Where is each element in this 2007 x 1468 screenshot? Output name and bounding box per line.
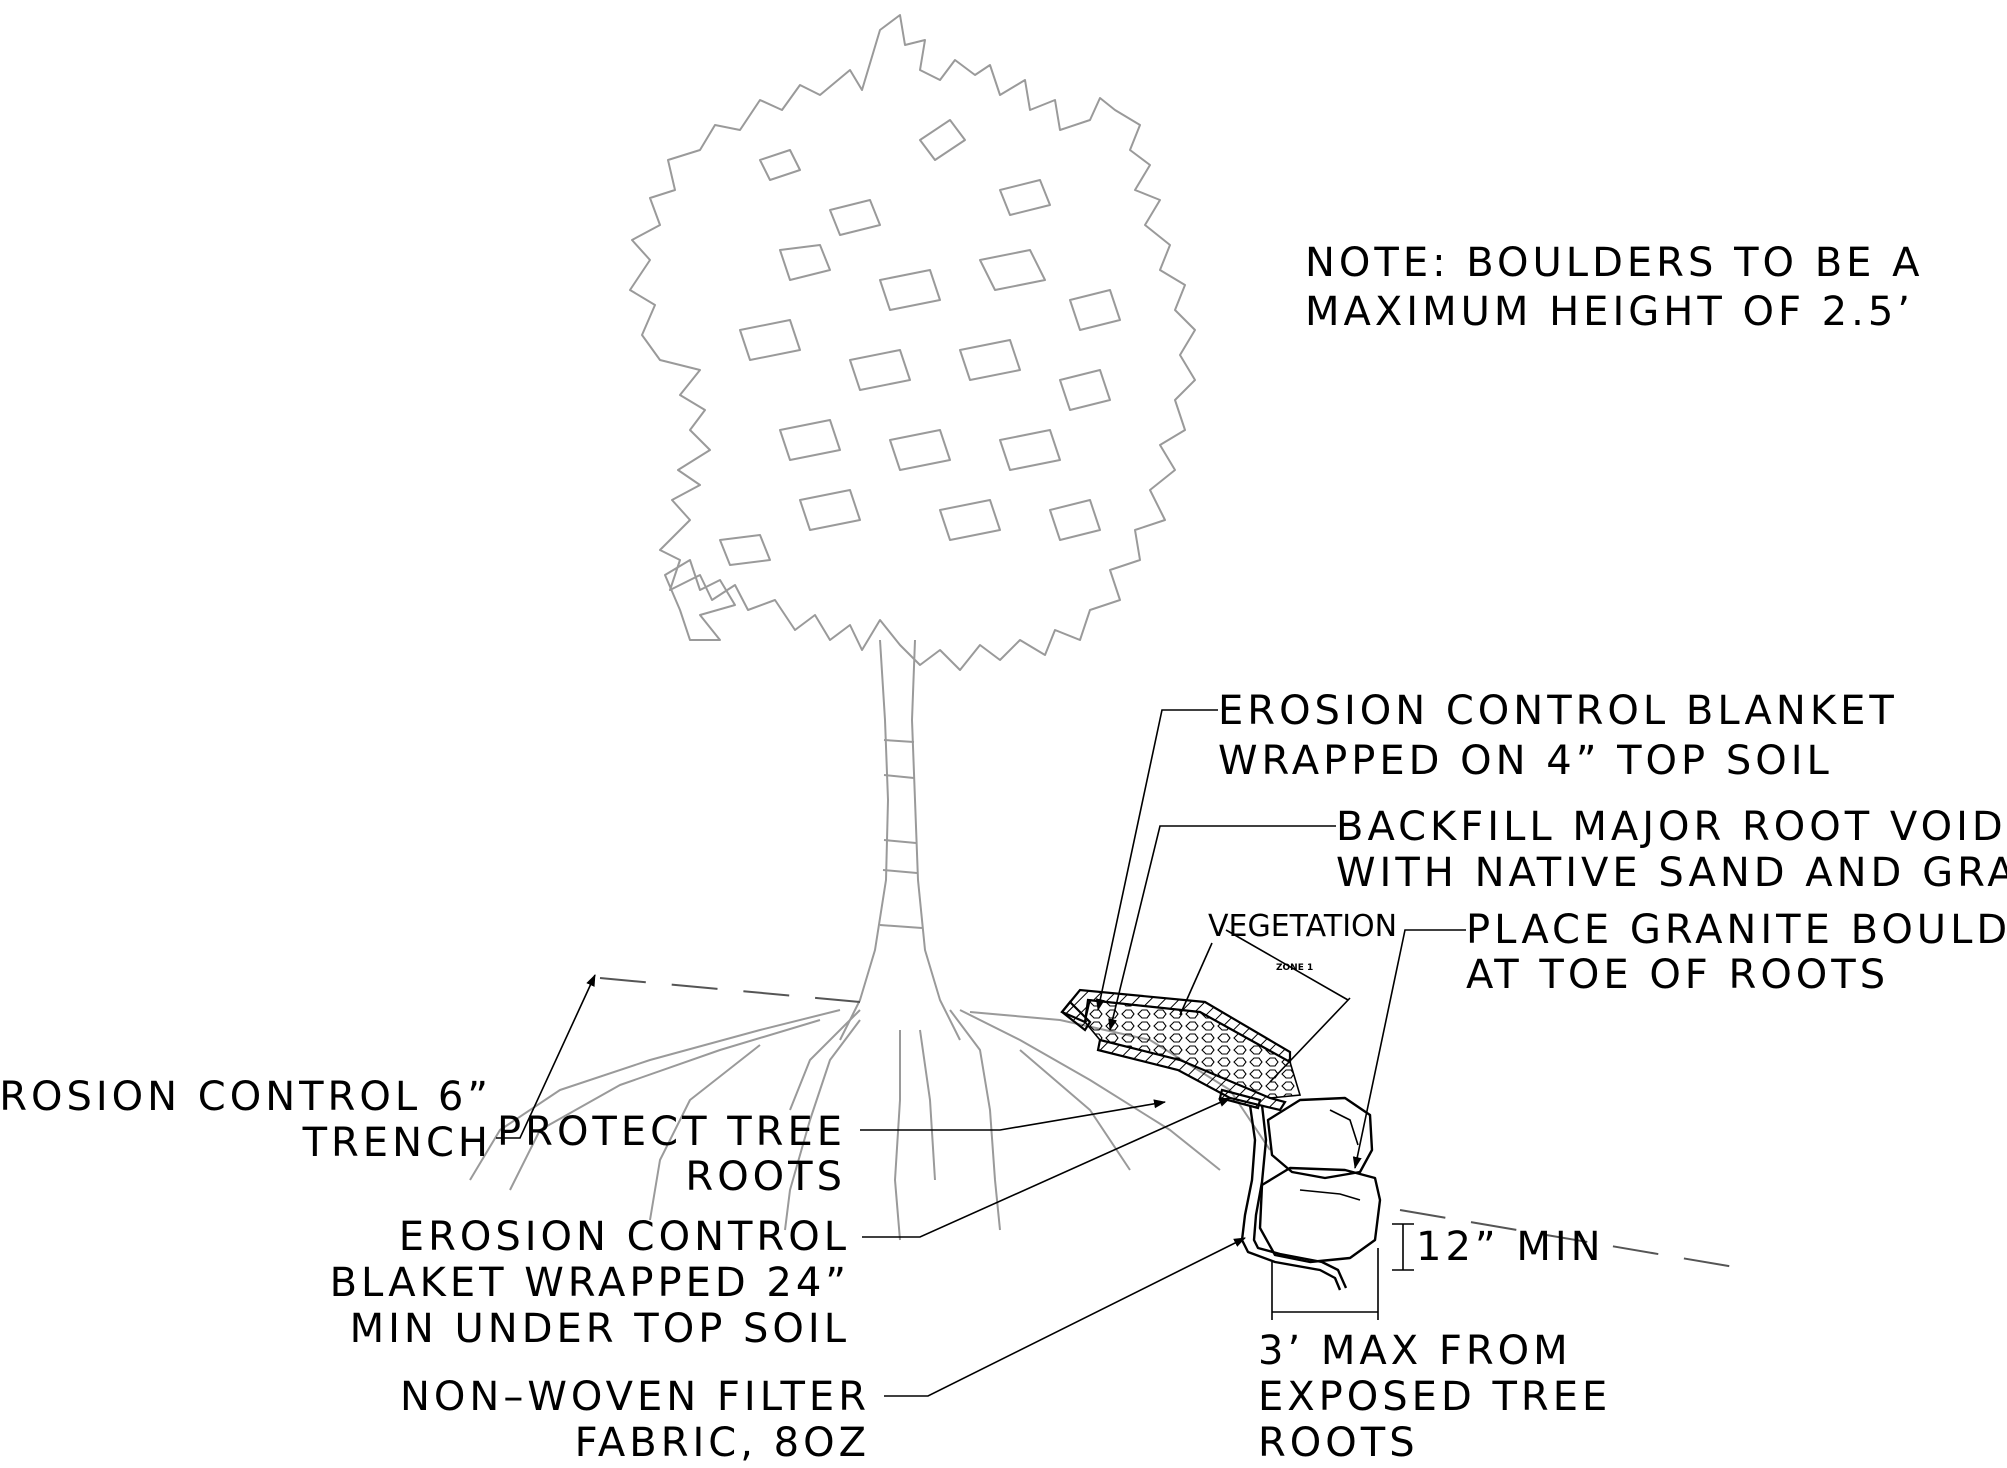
tree-trunk-bands (879, 739, 923, 929)
label-filter-fabric-2: FABRIC, 8OZ (575, 1420, 870, 1466)
label-zone: ZONE 1 (1276, 963, 1313, 973)
label-filter-fabric-1: NON–WOVEN FILTER (400, 1374, 870, 1420)
label-blanket-under-3: MIN UNDER TOP SOIL (350, 1306, 850, 1352)
leader-erosion-blanket (1095, 709, 1218, 1011)
tree-trunk (839, 639, 961, 1041)
label-backfill-2: WITH NATIVE SAND AND GRAVEL (1336, 850, 2007, 896)
dimension-12-min-text: 12” MIN (1416, 1224, 1605, 1270)
leader-lines (496, 709, 1466, 1397)
leader-trench (496, 974, 596, 1139)
note-line-1: NOTE: BOULDERS TO BE A (1305, 240, 1924, 286)
label-blanket-under-2: BLAKET WRAPPED 24” (330, 1260, 850, 1306)
dimension-3-max-line-2: EXPOSED TREE (1258, 1374, 1611, 1420)
leader-protect-roots (860, 1099, 1166, 1131)
label-protect-roots-2: ROOTS (685, 1154, 846, 1200)
vegetation-zone-line (1269, 997, 1351, 1083)
label-trench-2: TRENCH (302, 1120, 492, 1166)
label-backfill-1: BACKFILL MAJOR ROOT VOIDS (1336, 804, 2007, 850)
tree-illustration (469, 14, 1271, 1241)
label-erosion-blanket-1: EROSION CONTROL BLANKET (1218, 688, 1898, 734)
leader-filter-fabric (884, 1237, 1246, 1397)
label-vegetation: VEGETATION (1208, 909, 1397, 944)
leader-backfill (1108, 825, 1336, 1031)
blanket-left-tab (1060, 1000, 1092, 1032)
lower-granite-boulder (1258, 1166, 1382, 1264)
bank-section (1060, 929, 1382, 1291)
blanket-tuck (1218, 1088, 1262, 1110)
vegetation-zone-bracket (1225, 929, 1349, 1001)
note-line-2: MAXIMUM HEIGHT OF 2.5’ (1305, 289, 1914, 335)
label-erosion-blanket-2: WRAPPED ON 4” TOP SOIL (1218, 738, 1833, 784)
label-protect-roots-1: PROTECT TREE (497, 1109, 846, 1155)
label-trench-1: EROSION CONTROL 6” (0, 1074, 492, 1120)
tree-canopy-outline (629, 14, 1196, 671)
existing-ground-line-right (1399, 1209, 1741, 1269)
leader-blanket-under (862, 1097, 1231, 1238)
dimension-3-max-line-3: ROOTS (1258, 1420, 1419, 1466)
erosion-control-blanket-lower (1096, 1038, 1287, 1112)
existing-ground-line-left (599, 977, 861, 1003)
dimension-3-max-line-1: 3’ MAX FROM (1258, 1328, 1572, 1374)
tree-canopy-detail (719, 119, 1121, 566)
leader-vegetation (1179, 942, 1213, 1016)
label-boulders-2: AT TOE OF ROOTS (1466, 952, 1889, 998)
label-blanket-under-1: EROSION CONTROL (399, 1214, 850, 1260)
leader-boulders (1352, 929, 1466, 1169)
lower-boulder-detail (1299, 1189, 1361, 1201)
upper-boulder-detail (1329, 1109, 1359, 1146)
upper-granite-boulder (1266, 1096, 1374, 1180)
dimension-3-max: 3’ MAX FROM EXPOSED TREE ROOTS (1258, 1248, 1611, 1466)
dimension-12-min: 12” MIN (1392, 1223, 1605, 1271)
tree-side-branch (664, 559, 736, 641)
label-boulders-1: PLACE GRANITE BOULDERS (1466, 907, 2007, 953)
